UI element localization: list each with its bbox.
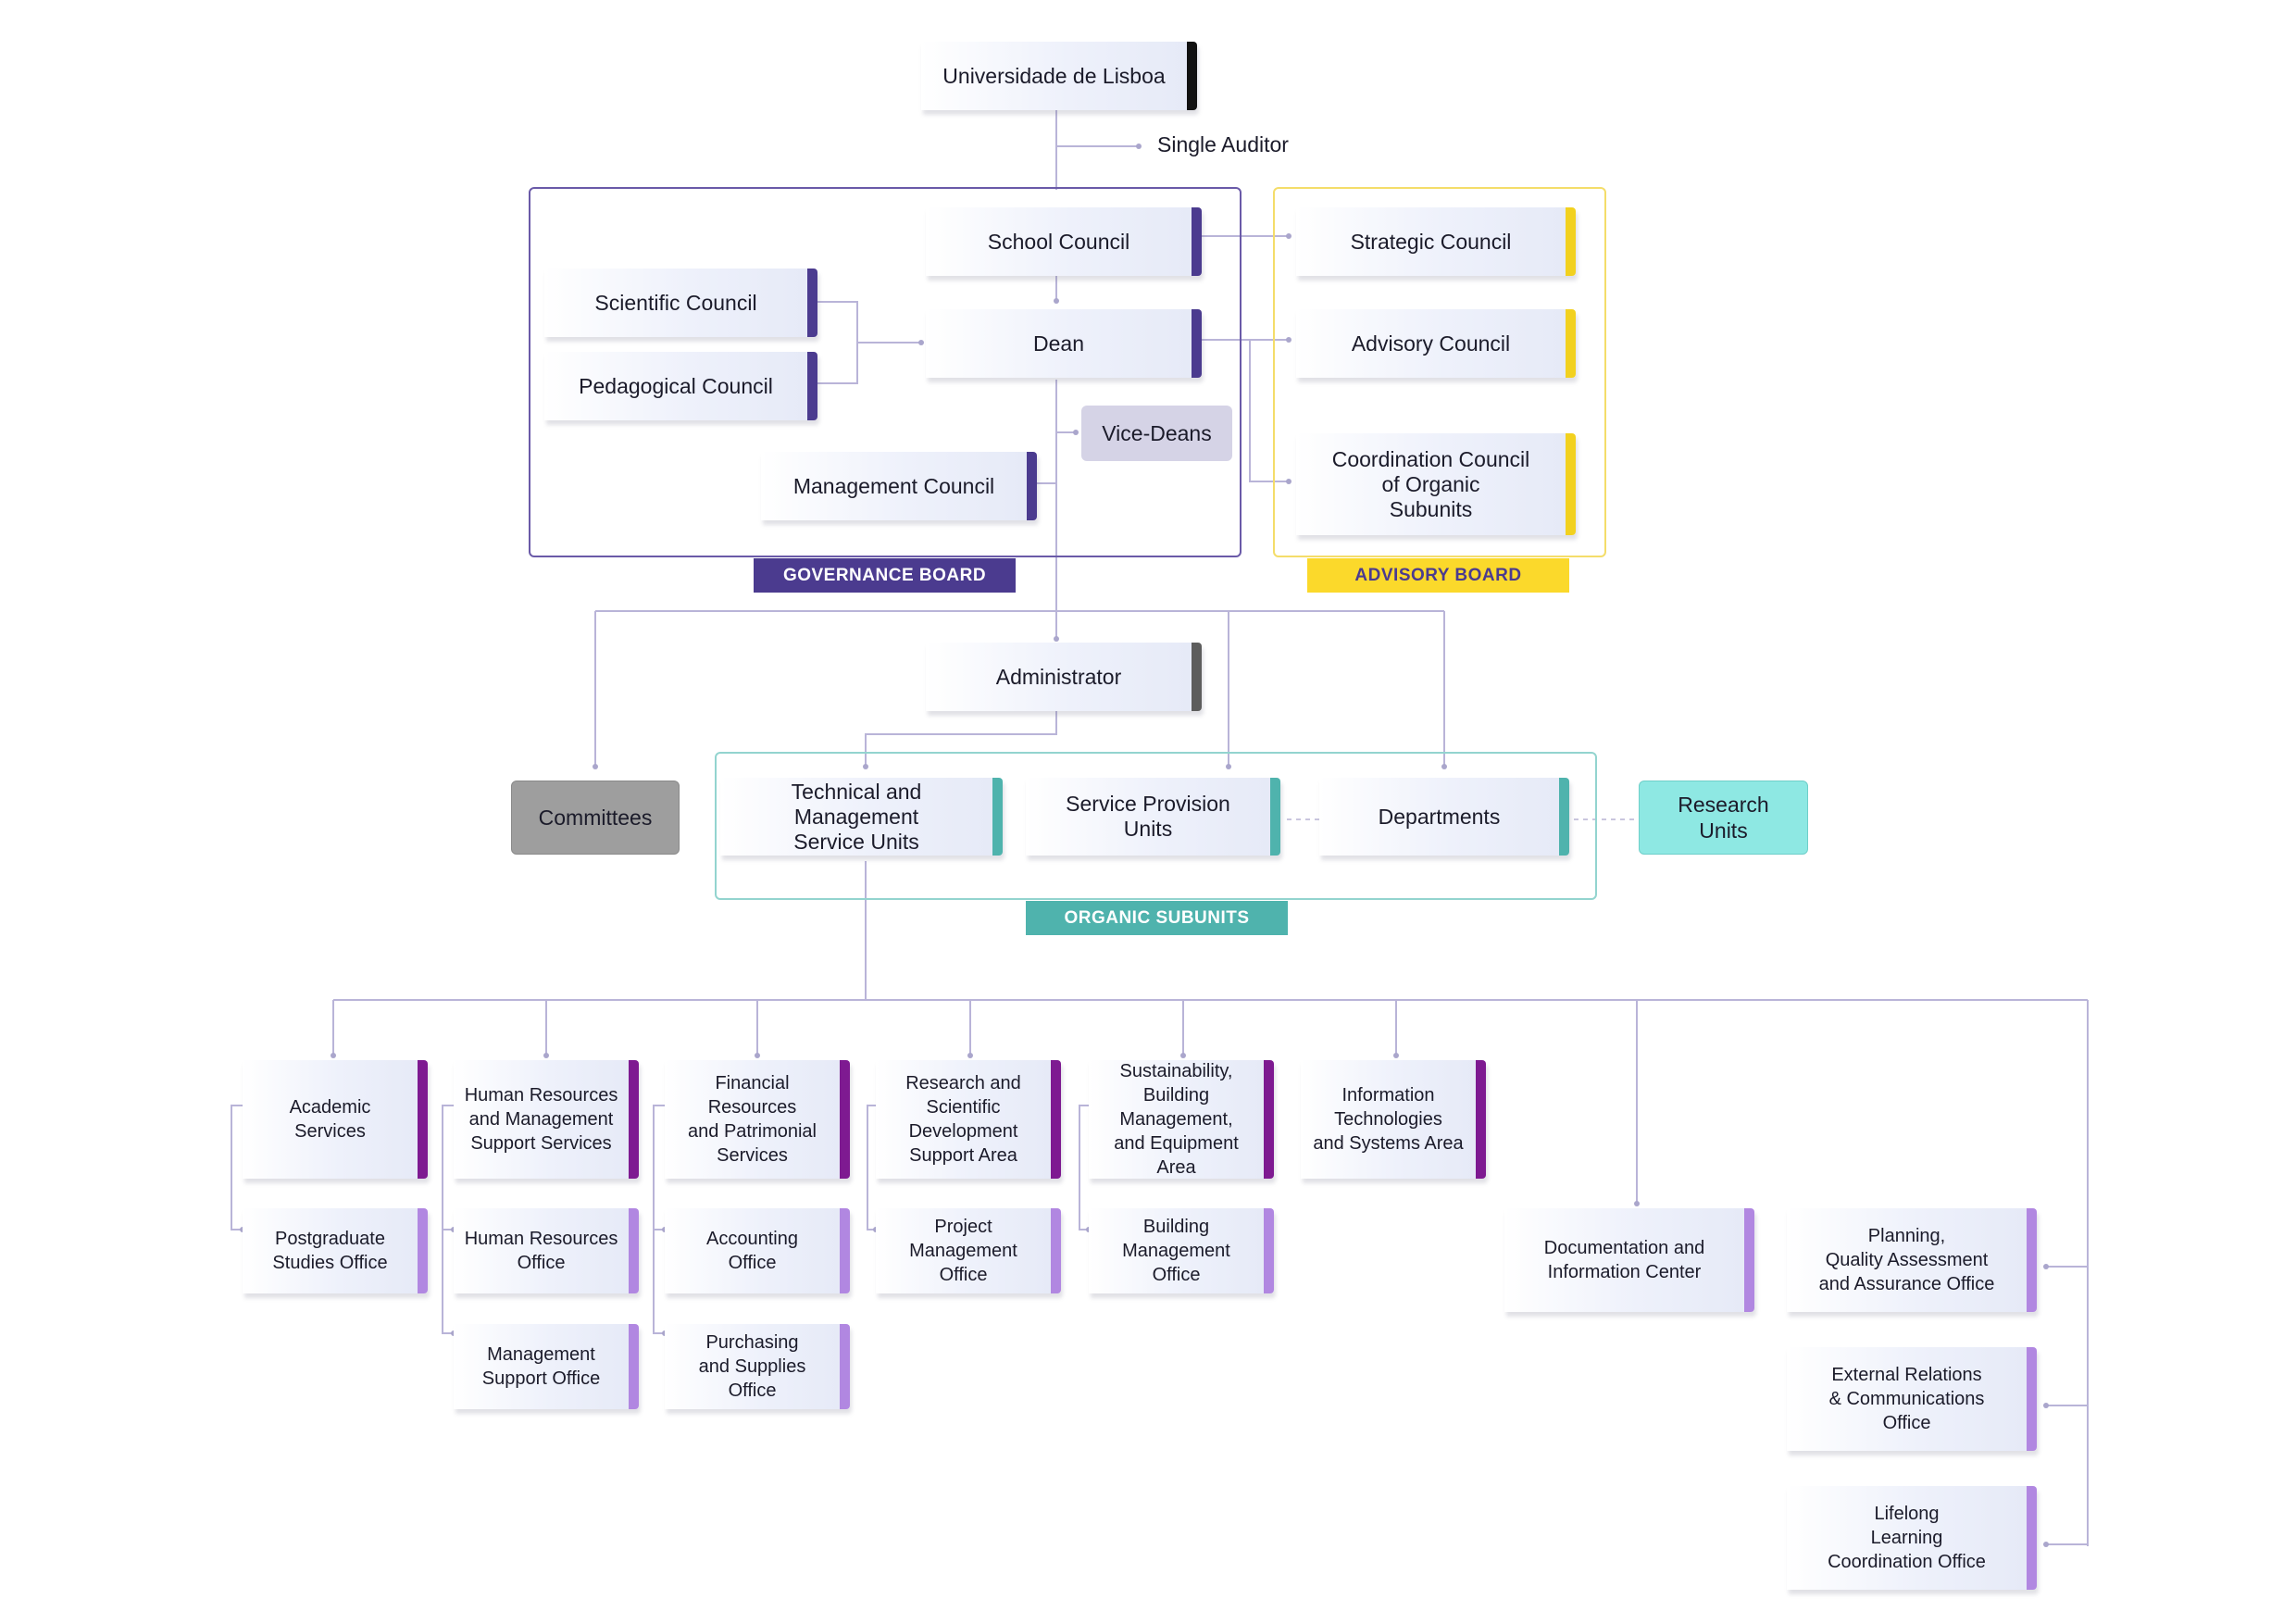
pedagogical-council-box: Pedagogical Council <box>544 352 817 420</box>
coordination-council-box: Coordination Council of Organic Subunits <box>1296 433 1576 535</box>
purchasing-supplies-office-box: Purchasing and Supplies Office <box>665 1324 850 1409</box>
financial-resources-box: Financial Resources and Patrimonial Serv… <box>665 1060 850 1179</box>
planning-quality-office-box: Planning, Quality Assessment and Assuran… <box>1787 1208 2037 1312</box>
school-council-box: School Council <box>926 207 1202 276</box>
scientific-council-box: Scientific Council <box>544 269 817 337</box>
service-provision-units-box: Service Provision Units <box>1026 778 1280 856</box>
project-management-office-box: Project Management Office <box>876 1208 1061 1293</box>
technical-management-units-box: Technical and Management Service Units <box>720 778 1003 856</box>
information-technologies-box: Information Technologies and Systems Are… <box>1301 1060 1486 1179</box>
sustainability-box: Sustainability, Building Management, and… <box>1089 1060 1274 1179</box>
vice-deans-box: Vice-Deans <box>1081 406 1232 461</box>
administrator-box: Administrator <box>926 643 1202 711</box>
postgraduate-studies-box: Postgraduate Studies Office <box>243 1208 428 1293</box>
strategic-council-box: Strategic Council <box>1296 207 1576 276</box>
documentation-center-box: Documentation and Information Center <box>1504 1208 1754 1312</box>
organic-subunits-tag: ORGANIC SUBUNITS <box>1026 901 1288 935</box>
building-management-office-box: Building Management Office <box>1089 1208 1274 1293</box>
academic-services-box: Academic Services <box>243 1060 428 1179</box>
dean-box: Dean <box>926 309 1202 378</box>
research-development-box: Research and Scientific Development Supp… <box>876 1060 1061 1179</box>
universidade-de-lisboa-box: Universidade de Lisboa <box>921 42 1197 110</box>
departments-box: Departments <box>1319 778 1569 856</box>
governance-board-tag: GOVERNANCE BOARD <box>754 558 1016 593</box>
advisory-council-box: Advisory Council <box>1296 309 1576 378</box>
management-support-office-box: Management Support Office <box>454 1324 639 1409</box>
management-council-box: Management Council <box>761 452 1037 520</box>
accounting-office-box: Accounting Office <box>665 1208 850 1293</box>
governance-board-frame <box>529 187 1242 557</box>
research-units-box: Research Units <box>1639 781 1808 855</box>
hr-support-services-box: Human Resources and Management Support S… <box>454 1060 639 1179</box>
organic-subunits-frame <box>715 752 1597 900</box>
committees-box: Committees <box>511 781 680 855</box>
external-relations-office-box: External Relations & Communications Offi… <box>1787 1347 2037 1451</box>
single-auditor-label: Single Auditor <box>1157 132 1289 156</box>
lifelong-learning-office-box: Lifelong Learning Coordination Office <box>1787 1486 2037 1590</box>
advisory-board-tag: ADVISORY BOARD <box>1307 558 1569 593</box>
advisory-board-frame <box>1273 187 1606 557</box>
hr-office-box: Human Resources Office <box>454 1208 639 1293</box>
